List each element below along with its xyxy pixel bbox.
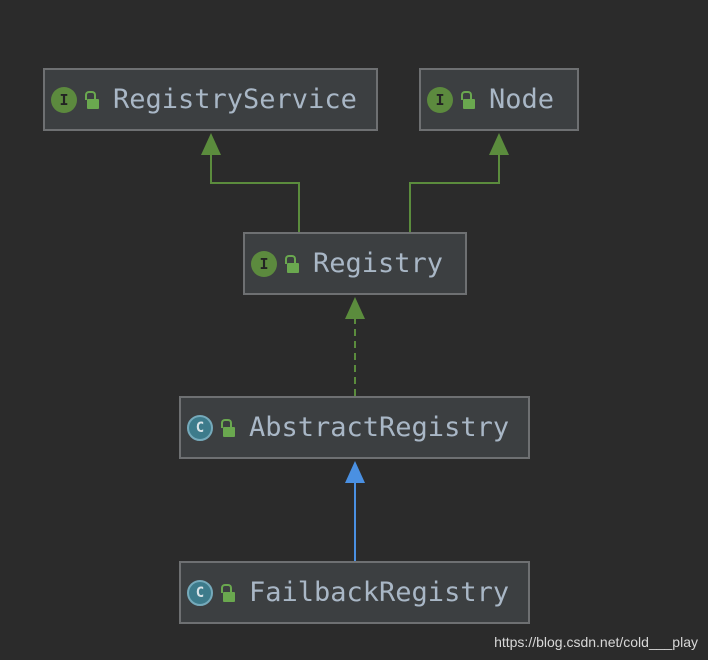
unlocked-lock-icon <box>85 90 99 110</box>
node-abstractregistry[interactable]: C AbstractRegistry <box>179 396 530 459</box>
arrowhead-registry <box>345 297 365 319</box>
arrowhead-registryservice <box>201 133 221 155</box>
interface-icon: I <box>251 250 277 277</box>
unlocked-lock-icon <box>221 418 235 438</box>
arrowhead-abstractregistry <box>345 461 365 483</box>
node-registry[interactable]: I Registry <box>243 232 467 295</box>
node-label: Node <box>489 84 555 115</box>
edge-registry-to-registryservice <box>210 154 300 232</box>
node-label: FailbackRegistry <box>249 577 510 608</box>
interface-icon: I <box>51 86 77 113</box>
arrowhead-node <box>489 133 509 155</box>
class-icon: C <box>187 579 213 606</box>
node-failbackregistry[interactable]: C FailbackRegistry <box>179 561 530 624</box>
class-icon: C <box>187 414 213 441</box>
node-label: AbstractRegistry <box>249 412 510 443</box>
node-registryservice[interactable]: I RegistryService <box>43 68 378 131</box>
unlocked-lock-icon <box>461 90 475 110</box>
edge-registry-to-node <box>409 154 500 232</box>
unlocked-lock-icon <box>221 583 235 603</box>
node-label: Registry <box>313 248 444 279</box>
node-label: RegistryService <box>113 84 357 115</box>
watermark: https://blog.csdn.net/cold___play <box>494 634 698 650</box>
unlocked-lock-icon <box>285 254 299 274</box>
interface-icon: I <box>427 86 453 113</box>
node-node[interactable]: I Node <box>419 68 579 131</box>
